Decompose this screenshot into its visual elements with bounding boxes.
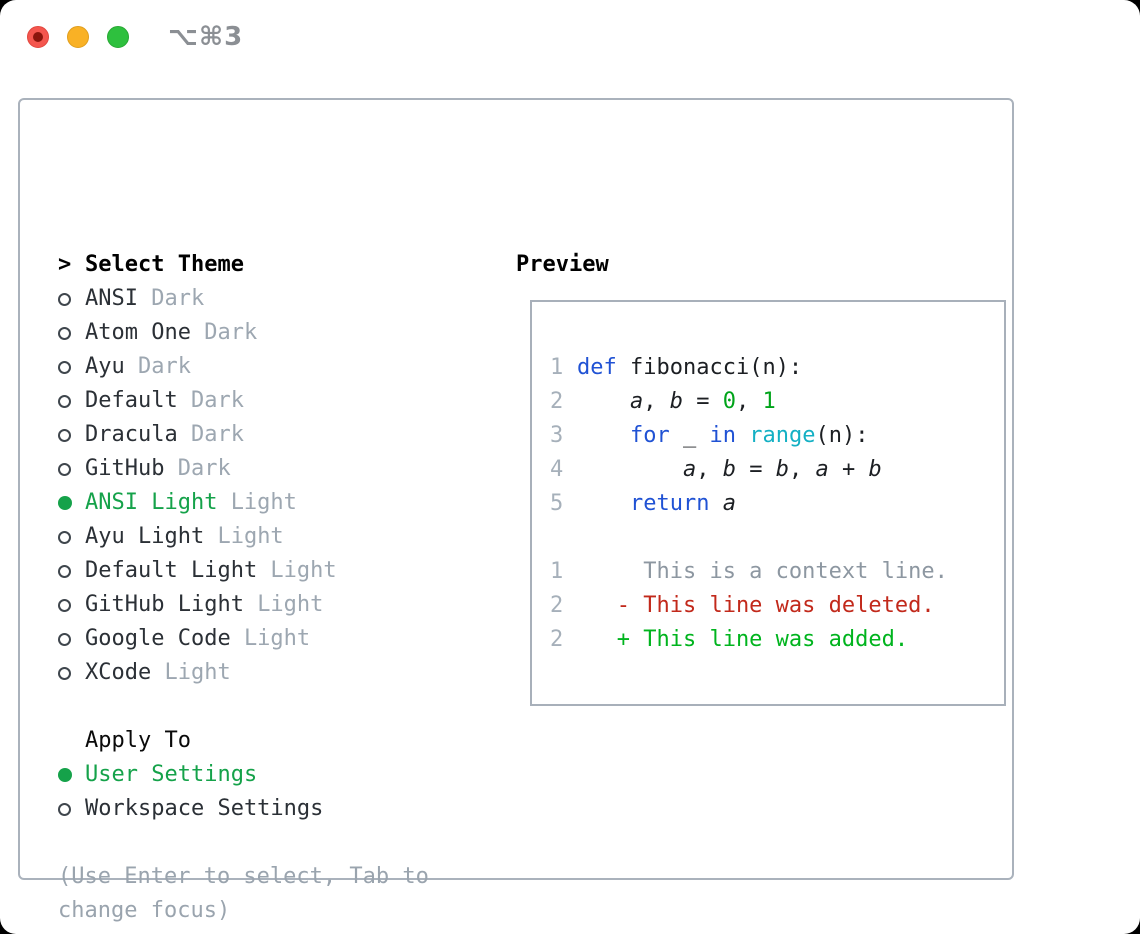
radio-unselected-icon (58, 428, 71, 442)
theme-option[interactable]: Default Dark (58, 384, 488, 418)
radio-unselected-icon (58, 462, 71, 476)
option-label: XCode (85, 660, 152, 685)
option-label: GitHub (85, 456, 165, 481)
theme-list-header-row: > Select Theme (58, 248, 488, 282)
theme-variant-badge: Light (270, 558, 337, 583)
radio-unselected-icon (58, 360, 71, 374)
theme-variant-badge: Light (230, 490, 297, 515)
option-label: Default Light (85, 558, 258, 583)
theme-variant-badge: Light (243, 626, 311, 651)
code-line: 3 for _ in range(n): (550, 419, 1004, 453)
radio-selected-icon (58, 496, 72, 510)
titlebar: ⌥⌘3 (0, 0, 1140, 74)
radio-selected-icon (58, 768, 72, 782)
diff-line-added: 2 + This line was added. (550, 623, 1004, 657)
diff-text: + This line was added. (577, 627, 909, 652)
theme-option[interactable]: Dracula Dark (58, 418, 488, 452)
code-text: a, b = 0, 1 (629, 389, 776, 414)
option-label: Default (85, 388, 178, 413)
option-label: Ayu Light (85, 524, 205, 549)
theme-variant-badge: Dark (190, 388, 244, 413)
theme-variant-badge: Light (164, 660, 231, 685)
theme-variant-badge: Dark (177, 456, 231, 481)
radio-unselected-icon (58, 394, 71, 408)
theme-option[interactable]: GitHub Light Light (58, 588, 488, 622)
theme-variant-badge: Dark (190, 422, 244, 447)
code-text: a, b = b, a + b (682, 457, 882, 482)
radio-unselected-icon (58, 802, 71, 816)
radio-unselected-icon (58, 564, 71, 578)
preview-title: Preview (516, 252, 609, 277)
apply-to-option[interactable]: User Settings (58, 758, 488, 792)
line-number: 2 (550, 593, 564, 618)
radio-unselected-icon (58, 666, 71, 680)
diff-block: 1 This is a context line.2 - This line w… (550, 555, 1004, 657)
option-label: Ayu (85, 354, 125, 379)
code-text: def fibonacci(n): (577, 355, 803, 380)
theme-option[interactable]: Ayu Dark (58, 350, 488, 384)
code-line: 2 a, b = 0, 1 (550, 385, 1004, 419)
theme-variant-badge: Dark (204, 320, 258, 345)
theme-option[interactable]: GitHub Dark (58, 452, 488, 486)
theme-variant-badge: Dark (137, 354, 191, 379)
option-label: Workspace Settings (85, 796, 324, 821)
line-number: 1 (550, 559, 564, 584)
theme-option[interactable]: XCode Light (58, 656, 488, 690)
line-number: 4 (550, 457, 564, 482)
code-line: 1 def fibonacci(n): (550, 351, 1004, 385)
close-button[interactable] (27, 26, 49, 48)
diff-text: This is a context line. (577, 559, 948, 584)
theme-list-title: Select Theme (85, 252, 244, 277)
minimize-button[interactable] (67, 26, 89, 48)
code-text: for _ in range(n): (629, 423, 869, 448)
focus-caret-icon: > (58, 252, 72, 277)
theme-variant-badge: Light (217, 524, 284, 549)
line-number: 1 (550, 355, 564, 380)
radio-unselected-icon (58, 598, 71, 612)
option-label: ANSI Light (85, 490, 218, 515)
radio-unselected-icon (58, 292, 71, 306)
radio-unselected-icon (58, 530, 71, 544)
option-label: User Settings (85, 762, 258, 787)
close-button-dot (33, 32, 43, 42)
theme-option[interactable]: Ayu Light Light (58, 520, 488, 554)
radio-unselected-icon (58, 632, 71, 646)
option-label: Dracula (85, 422, 178, 447)
keyboard-shortcut-label: ⌥⌘3 (168, 22, 244, 52)
line-number: 3 (550, 423, 564, 448)
help-text-line-1: (Use Enter to select, Tab to (58, 864, 429, 889)
theme-option[interactable]: ANSI Dark (58, 282, 488, 316)
radio-unselected-icon (58, 326, 71, 340)
theme-variant-badge: Dark (151, 286, 205, 311)
option-label: Google Code (85, 626, 231, 651)
apply-to-option[interactable]: Workspace Settings (58, 792, 488, 826)
theme-option[interactable]: Default Light Light (58, 554, 488, 588)
zoom-button[interactable] (107, 26, 129, 48)
code-line: 4 a, b = b, a + b (550, 453, 1004, 487)
option-label: GitHub Light (85, 592, 244, 617)
option-label: Atom One (85, 320, 191, 345)
theme-option[interactable]: ANSI Light Light (58, 486, 488, 520)
diff-line-deleted: 2 - This line was deleted. (550, 589, 1004, 623)
line-number: 2 (550, 627, 564, 652)
code-text: return a (629, 491, 736, 516)
help-text-line-2: change focus) (58, 898, 231, 923)
option-label: ANSI (85, 286, 138, 311)
diff-line-context: 1 This is a context line. (550, 555, 1004, 589)
line-number: 5 (550, 491, 564, 516)
theme-variant-badge: Light (257, 592, 324, 617)
apply-to-header-row: Apply To (58, 724, 488, 758)
line-number: 2 (550, 389, 564, 414)
code-line: 5 return a (550, 487, 1004, 521)
diff-text: - This line was deleted. (577, 593, 935, 618)
theme-option[interactable]: Atom One Dark (58, 316, 488, 350)
theme-option[interactable]: Google Code Light (58, 622, 488, 656)
apply-to-title: Apply To (85, 728, 191, 753)
